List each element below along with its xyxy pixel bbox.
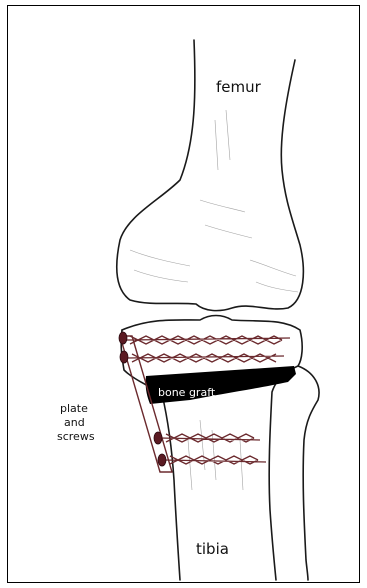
screw-head-icon <box>158 454 166 466</box>
plate-screws-label: plate and screws <box>57 402 95 443</box>
femur-bone <box>117 40 304 311</box>
plate-label-line3: screws <box>57 430 95 443</box>
screw-upper-1 <box>119 332 290 344</box>
plate-label-line1: plate <box>60 402 88 415</box>
screw-head-icon <box>154 432 162 444</box>
bone-graft-wedge: bone graft <box>146 366 296 404</box>
screw-upper-2 <box>120 351 284 363</box>
screw-lower-2 <box>158 454 266 466</box>
bone-graft-label: bone graft <box>158 386 216 399</box>
screw-head-icon <box>120 351 128 363</box>
tibia-label: tibia <box>196 540 229 558</box>
plate-label-line2: and <box>64 416 85 429</box>
screw-head-icon <box>119 332 127 344</box>
femur-label: femur <box>216 78 262 96</box>
